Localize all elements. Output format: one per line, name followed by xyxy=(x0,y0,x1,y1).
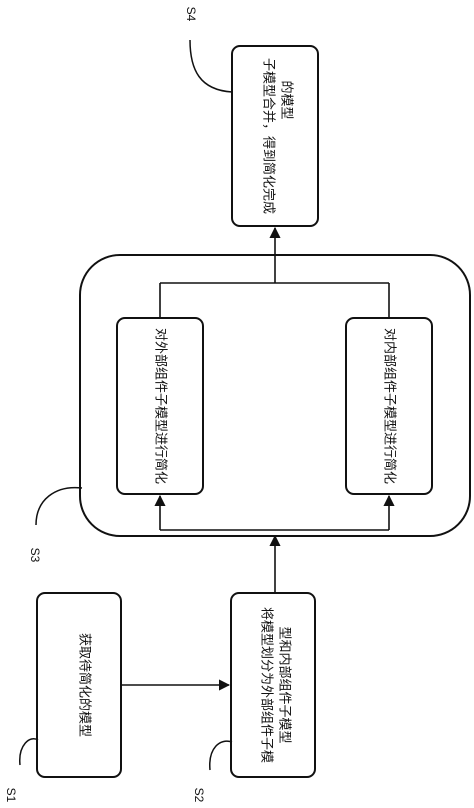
s1-box-text: 获取待简化的模型 xyxy=(77,633,93,737)
s4-box-text-line1: 子模型合并，得到简化完成 xyxy=(261,58,277,214)
s2-box-text-line2: 型和内部组件子模型 xyxy=(277,626,293,743)
s4-label: S4 xyxy=(184,7,198,22)
s3-label: S3 xyxy=(28,548,42,563)
s3-right-box-text: 对内部组件子模型进行简化 xyxy=(382,328,398,484)
s4-box xyxy=(231,45,319,227)
s1-label: S1 xyxy=(4,788,18,803)
s1-leader-line xyxy=(19,738,39,766)
s2-label: S2 xyxy=(192,788,206,803)
s2-box-text-line1: 将模型划分为外部组件子模 xyxy=(259,607,274,763)
s3-left-box-text: 对外部组件子模型进行简化 xyxy=(153,328,169,484)
s2-leader-line xyxy=(209,740,233,771)
s4-box-text-line2: 的模型 xyxy=(279,80,295,119)
s4-leader-line xyxy=(189,39,233,93)
s2-box xyxy=(230,592,316,778)
s3-leader-line xyxy=(35,486,83,526)
